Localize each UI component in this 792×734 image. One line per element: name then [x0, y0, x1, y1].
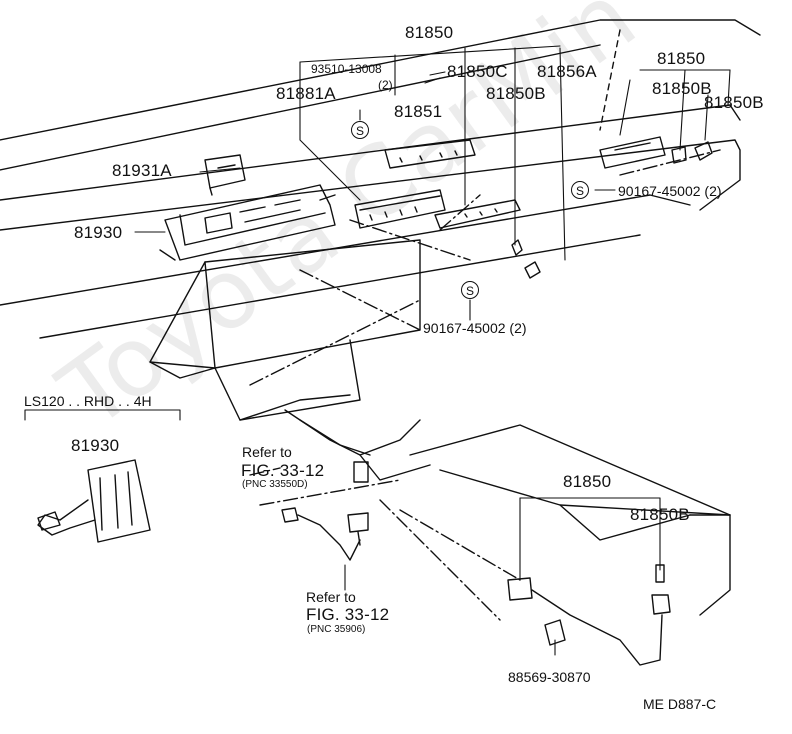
lens-81851 [384, 139, 476, 169]
part-label-93510-13008: 93510-13008 [311, 62, 382, 76]
part-label-81850b: 81850B [486, 84, 546, 103]
heater-control-panel [159, 184, 336, 261]
reference-pnc: (PNC 33550D) [242, 479, 308, 490]
part-label-81930: 81930 [71, 436, 120, 455]
reference-pnc: (PNC 35906) [307, 624, 366, 635]
part-label-81850: 81850 [405, 23, 454, 42]
leader-lines [24, 45, 731, 656]
reference-title: Refer to [306, 589, 356, 605]
part-label-90167-45002: 90167-45002 (2) [423, 320, 527, 336]
part-label-81850b: 81850B [630, 505, 690, 524]
panel-81850c [354, 189, 446, 229]
part-label-81930: 81930 [74, 223, 123, 242]
part-label-88569-30870: 88569-30870 [508, 669, 591, 685]
wiring-harness-console [507, 577, 663, 666]
part-label-81850b: 81850B [652, 79, 712, 98]
wiring-harness-left [281, 507, 369, 561]
reference-title: Refer to [242, 444, 292, 460]
part-label-81850: 81850 [657, 49, 706, 68]
part-label-81850c: 81850C [447, 62, 508, 81]
part-label-81856a: 81856A [537, 62, 597, 81]
reference-figure: FIG. 33-12 [241, 461, 325, 480]
part-label-81931a: 81931A [112, 161, 172, 180]
switch-panel-right [599, 136, 666, 169]
part-label-81850b: 81850B [704, 93, 764, 112]
part-label-81850: 81850 [563, 472, 612, 491]
part-label-81851: 81851 [394, 102, 443, 121]
diagram-code: ME D887-C [643, 696, 717, 712]
floor-console-outline [409, 424, 731, 616]
bracket-81931a [204, 154, 246, 196]
variant-label: LS120 . . RHD . . 4H [24, 393, 152, 409]
glove-box-outline [149, 239, 431, 481]
part-label-90167-45002: 90167-45002 (2) [618, 183, 722, 199]
connection-lines [249, 149, 721, 621]
reference-figure: FIG. 33-12 [306, 605, 390, 624]
bulbs [353, 141, 713, 615]
part-label-81881a: 81881A [276, 84, 336, 103]
plate-81856a [434, 199, 521, 229]
part-qty: (2) [378, 78, 393, 92]
s-mark-icon: S [461, 281, 479, 299]
s-mark-icon: S [571, 181, 589, 199]
variant-heater-panel [37, 459, 151, 543]
s-mark-icon: S [351, 121, 369, 139]
